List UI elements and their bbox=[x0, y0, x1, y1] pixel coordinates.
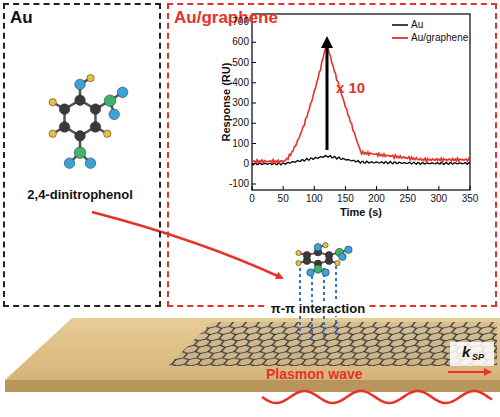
graphene-sheet bbox=[168, 322, 497, 366]
y-tick-label: 0 bbox=[243, 158, 249, 169]
interaction-label: π-π interaction bbox=[268, 302, 368, 316]
y-tick-label: -100 bbox=[229, 178, 249, 189]
plot-frame bbox=[252, 14, 470, 190]
atom bbox=[322, 269, 330, 277]
atom bbox=[75, 95, 86, 106]
atom bbox=[104, 95, 116, 107]
atom bbox=[74, 147, 86, 159]
molecule-name: 2,4-dinitrophenol bbox=[27, 188, 132, 202]
region-box: Au/graphene bbox=[167, 3, 497, 307]
atom bbox=[85, 158, 96, 169]
atom bbox=[339, 253, 347, 261]
atom bbox=[75, 79, 86, 90]
region-heading: Au bbox=[10, 9, 33, 28]
tick bbox=[345, 186, 346, 190]
x-axis-title: Time (s) bbox=[340, 206, 382, 218]
enhancement-factor: x 10 bbox=[336, 80, 365, 97]
plasmon-wave bbox=[262, 391, 492, 403]
region-heading: Au/graphene bbox=[174, 9, 278, 28]
atom bbox=[90, 122, 101, 133]
atom bbox=[49, 99, 56, 106]
atom bbox=[87, 74, 94, 81]
atom bbox=[117, 87, 128, 98]
atom bbox=[64, 158, 75, 169]
wavevector-symbol: k bbox=[462, 344, 470, 361]
y-tick-label: 600 bbox=[232, 36, 249, 47]
tick bbox=[252, 123, 256, 124]
y-tick-label: 500 bbox=[232, 57, 249, 68]
plasmon-label: Plasmon wave bbox=[266, 367, 363, 382]
tick bbox=[438, 186, 439, 190]
atom bbox=[104, 130, 111, 137]
tick bbox=[252, 42, 256, 43]
tick bbox=[252, 103, 256, 104]
atom bbox=[345, 246, 353, 254]
legend-text: Au/graphene bbox=[411, 32, 468, 43]
region-box: Au bbox=[3, 3, 161, 307]
wavevector-subscript: SP bbox=[472, 353, 484, 363]
y-axis-title: Response (RU) bbox=[220, 63, 232, 142]
x-tick-label: 300 bbox=[431, 193, 448, 204]
atom bbox=[314, 243, 322, 251]
y-tick-label: 100 bbox=[232, 138, 249, 149]
gold-film-edge bbox=[5, 380, 500, 392]
atom bbox=[325, 257, 333, 265]
molecule bbox=[49, 74, 128, 168]
tick bbox=[252, 186, 253, 190]
legend-text: Au bbox=[411, 19, 423, 30]
y-tick-label: 400 bbox=[232, 77, 249, 88]
axis-ticks bbox=[252, 22, 470, 190]
tick bbox=[252, 143, 256, 144]
atom bbox=[335, 260, 340, 265]
atom bbox=[296, 250, 301, 255]
x-tick-label: 0 bbox=[249, 193, 255, 204]
tick bbox=[283, 186, 284, 190]
wavevector-arrow bbox=[448, 371, 490, 373]
atom bbox=[90, 104, 101, 115]
tick bbox=[252, 82, 256, 83]
y-tick-label: 300 bbox=[232, 97, 249, 108]
atom bbox=[323, 243, 328, 248]
x-tick-label: 100 bbox=[306, 193, 323, 204]
molecule bbox=[296, 243, 352, 277]
gold-film bbox=[5, 318, 500, 380]
atom bbox=[75, 131, 86, 142]
atom bbox=[307, 269, 315, 277]
tick bbox=[314, 186, 315, 190]
atom bbox=[59, 104, 70, 115]
atom bbox=[314, 265, 322, 273]
atom bbox=[109, 109, 120, 120]
atom bbox=[59, 122, 70, 133]
atom bbox=[303, 251, 311, 259]
transfer-arrow bbox=[92, 212, 282, 278]
tick bbox=[470, 186, 471, 190]
tick bbox=[252, 184, 256, 185]
x-tick-label: 50 bbox=[278, 193, 289, 204]
y-tick-label: 700 bbox=[232, 16, 249, 27]
atom bbox=[49, 130, 56, 137]
atom bbox=[296, 260, 301, 265]
x-tick-label: 250 bbox=[399, 193, 416, 204]
graphene-lattice bbox=[168, 322, 497, 366]
tick bbox=[407, 186, 408, 190]
x-tick-label: 200 bbox=[368, 193, 385, 204]
x-tick-label: 350 bbox=[462, 193, 479, 204]
tick bbox=[376, 186, 377, 190]
legend-sample-au-graphene bbox=[392, 37, 408, 39]
tick bbox=[252, 62, 256, 63]
wavevector-patch bbox=[450, 342, 494, 366]
x-tick-label: 150 bbox=[337, 193, 354, 204]
enhancement-arrow bbox=[326, 42, 329, 150]
y-tick-label: 200 bbox=[232, 117, 249, 128]
legend-sample-au bbox=[392, 24, 408, 26]
au-graphene-curve bbox=[252, 41, 470, 162]
